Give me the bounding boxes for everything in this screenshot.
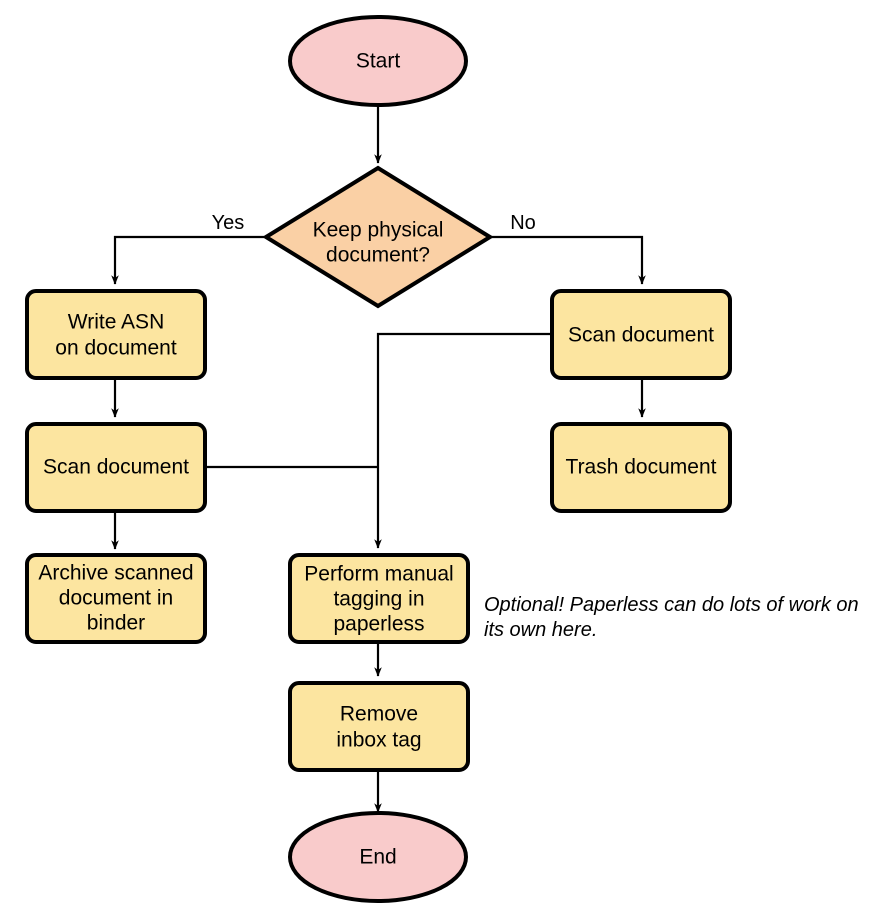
- node-perform-manual-tagging[interactable]: Perform manual tagging in paperless: [288, 553, 470, 644]
- remove-inbox-label-line2: inbox tag: [336, 729, 421, 752]
- remove-inbox-box-shape: [288, 681, 470, 772]
- end-label: End: [359, 846, 396, 869]
- note-line1: Optional! Paperless can do lots of work …: [484, 594, 859, 616]
- trash-box-shape: [550, 422, 732, 513]
- archive-box-shape: [25, 553, 207, 644]
- note-line2: its own here.: [484, 619, 597, 641]
- scan-right-label: Scan document: [568, 324, 714, 347]
- node-scan-document-right[interactable]: Scan document: [550, 289, 732, 380]
- node-decision-keep-physical-document[interactable]: Keep physical document?: [262, 165, 494, 309]
- tagging-label-line2: tagging in: [333, 588, 424, 611]
- trash-label: Trash document: [566, 456, 717, 479]
- decision-label-line1: Keep physical: [313, 219, 444, 242]
- tagging-box-shape: [288, 553, 470, 644]
- annotation-optional-note: Optional! Paperless can do lots of work …: [484, 594, 859, 641]
- scan-right-box-shape: [550, 289, 732, 380]
- scan-left-box-shape: [25, 422, 207, 513]
- write-asn-label-line1: Write ASN: [68, 311, 164, 334]
- tagging-label-line1: Perform manual: [304, 563, 453, 586]
- archive-label-line1: Archive scanned: [38, 562, 193, 585]
- node-start[interactable]: Start: [288, 15, 468, 107]
- node-end[interactable]: End: [288, 811, 468, 903]
- scan-left-label: Scan document: [43, 456, 189, 479]
- node-trash-document[interactable]: Trash document: [550, 422, 732, 513]
- edge-label-no: No: [510, 212, 536, 234]
- archive-label-line2: document in: [59, 587, 173, 610]
- node-write-asn[interactable]: Write ASN on document: [25, 289, 207, 380]
- start-label: Start: [356, 50, 401, 73]
- edge-decision-yes-to-write-asn: [111, 235, 264, 285]
- edge-scan-right-to-tagging: [374, 332, 552, 549]
- remove-inbox-label-line1: Remove: [340, 703, 418, 726]
- decision-label-line2: document?: [326, 244, 430, 267]
- edge-label-yes: Yes: [212, 212, 245, 234]
- node-archive-scanned-document[interactable]: Archive scanned document in binder: [25, 553, 207, 644]
- end-ellipse-shape: [288, 811, 468, 903]
- write-asn-box-shape: [25, 289, 207, 380]
- write-asn-label-line2: on document: [55, 337, 177, 360]
- node-remove-inbox-tag[interactable]: Remove inbox tag: [288, 681, 470, 772]
- tagging-label-line3: paperless: [333, 613, 424, 636]
- edge-decision-no-to-scan-right: [491, 235, 646, 285]
- archive-label-line3: binder: [87, 612, 145, 635]
- decision-diamond-shape: [262, 165, 494, 309]
- node-scan-document-left[interactable]: Scan document: [25, 422, 207, 513]
- start-ellipse-shape: [288, 15, 468, 107]
